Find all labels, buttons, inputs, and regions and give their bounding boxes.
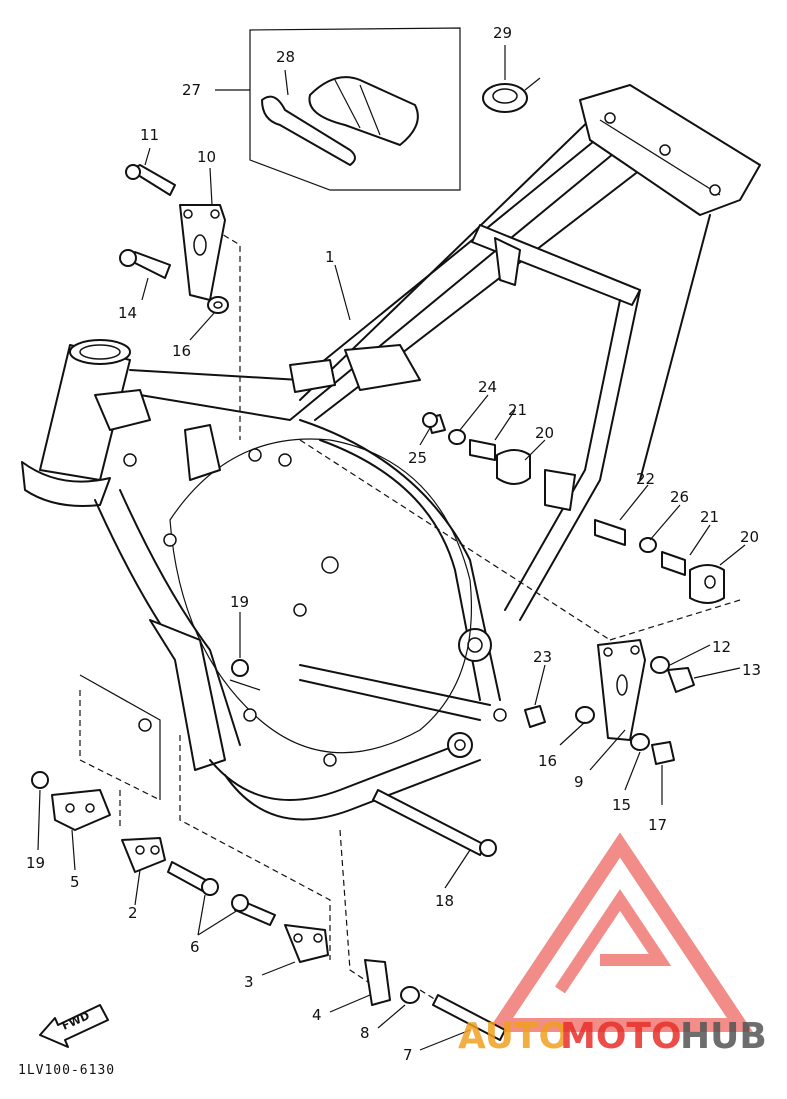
toolkit-group bbox=[249, 27, 461, 191]
callout-27: 27 bbox=[182, 81, 201, 99]
callout-14: 14 bbox=[118, 304, 137, 322]
callout-12: 12 bbox=[712, 638, 731, 656]
callout-5: 5 bbox=[70, 873, 80, 891]
callout-13: 13 bbox=[742, 661, 761, 679]
callout-17: 17 bbox=[648, 816, 667, 834]
callout-7: 7 bbox=[403, 1046, 413, 1064]
main-frame bbox=[21, 84, 761, 821]
rear-bracket-parts bbox=[524, 639, 695, 765]
upper-bracket-parts bbox=[119, 164, 229, 314]
right-mount-parts bbox=[422, 412, 725, 604]
callout-6: 6 bbox=[190, 938, 200, 956]
leader-lines bbox=[37, 45, 746, 1051]
callout-23: 23 bbox=[533, 648, 552, 666]
callout-2: 2 bbox=[128, 904, 138, 922]
callout-10: 10 bbox=[197, 148, 216, 166]
callout-20: 20 bbox=[535, 424, 554, 442]
watermark-logo bbox=[486, 832, 754, 1032]
callout-24: 24 bbox=[478, 378, 497, 396]
callout-16: 16 bbox=[172, 342, 191, 360]
callout-1: 1 bbox=[325, 248, 335, 266]
callout-18: 18 bbox=[435, 892, 454, 910]
callout-3: 3 bbox=[244, 973, 254, 991]
watermark-text: AUTO MOTO HUB bbox=[458, 1016, 767, 1057]
callout-8: 8 bbox=[360, 1024, 370, 1042]
callout-9: 9 bbox=[574, 773, 584, 791]
fwd-arrow-icon: FWD bbox=[39, 1004, 109, 1048]
diagram-code: 1LV100-6130 bbox=[18, 1063, 115, 1078]
lower-parts bbox=[31, 659, 506, 1041]
callout-20b: 20 bbox=[740, 528, 759, 546]
callout-29: 29 bbox=[493, 24, 512, 42]
watermark-moto: MOTO bbox=[560, 1016, 682, 1057]
callout-21b: 21 bbox=[700, 508, 719, 526]
callout-16b: 16 bbox=[538, 752, 557, 770]
watermark-auto: AUTO bbox=[458, 1016, 569, 1057]
callout-25: 25 bbox=[408, 449, 427, 467]
callout-21: 21 bbox=[508, 401, 527, 419]
callout-19b: 19 bbox=[26, 854, 45, 872]
callout-4: 4 bbox=[312, 1006, 322, 1024]
callout-15: 15 bbox=[612, 796, 631, 814]
callout-26: 26 bbox=[670, 488, 689, 506]
callout-19: 19 bbox=[230, 593, 249, 611]
callouts: 1 2 3 4 5 6 7 8 9 10 11 12 13 14 15 16 1… bbox=[26, 24, 761, 1064]
watermark-hub: HUB bbox=[680, 1016, 767, 1057]
part-29 bbox=[482, 77, 541, 113]
callout-22: 22 bbox=[636, 470, 655, 488]
callout-11: 11 bbox=[140, 126, 159, 144]
callout-28: 28 bbox=[276, 48, 295, 66]
